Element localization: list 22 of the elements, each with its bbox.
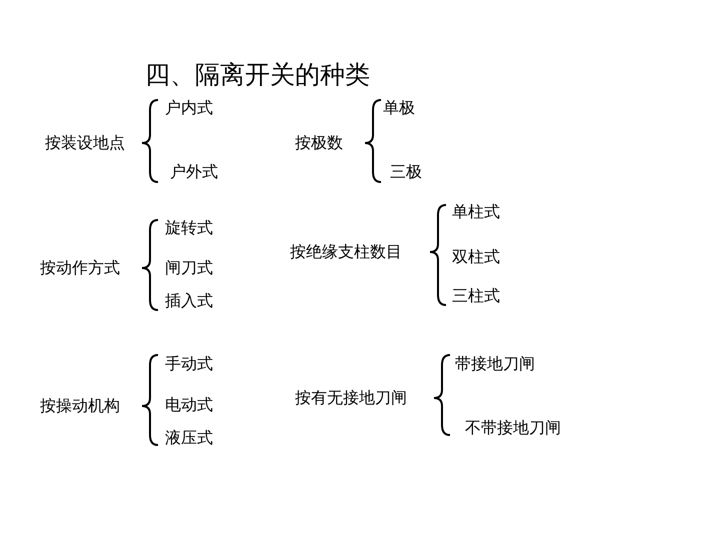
option-label: 单极 [383,98,415,118]
option-label: 双柱式 [452,247,500,267]
option-label: 不带接地刀闸 [465,418,561,438]
option-label: 闸刀式 [165,258,213,278]
option-label: 插入式 [165,291,213,311]
category-label: 按操动机构 [40,396,120,416]
option-label: 三柱式 [452,286,500,306]
category-label: 按绝缘支柱数目 [290,242,402,262]
option-label: 手动式 [165,354,213,374]
option-label: 带接地刀闸 [455,354,535,374]
category-label: 按有无接地刀闸 [295,388,407,408]
option-label: 电动式 [165,395,213,415]
option-label: 旋转式 [165,218,213,238]
option-label: 液压式 [165,428,213,448]
option-label: 三极 [390,162,422,182]
option-label: 户外式 [170,162,218,182]
category-label: 按极数 [295,133,343,153]
option-label: 单柱式 [452,202,500,222]
option-label: 户内式 [165,98,213,118]
category-label: 按装设地点 [45,133,125,153]
title: 四、隔离开关的种类 [145,59,370,91]
category-label: 按动作方式 [40,258,120,278]
